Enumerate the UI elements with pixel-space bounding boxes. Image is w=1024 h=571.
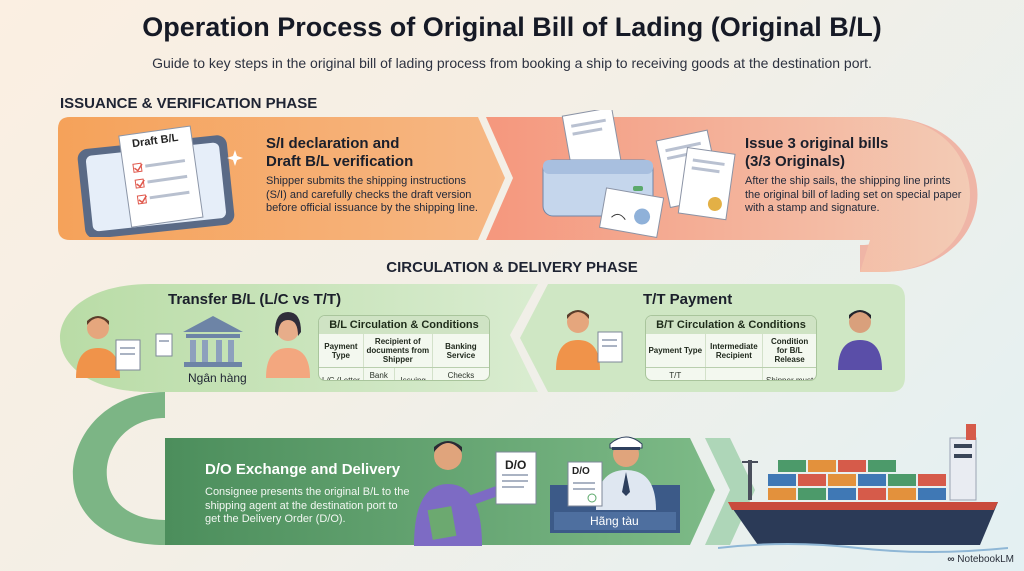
table-cell: T/T (Telegraphic Transfer) Payment [669,371,682,380]
step4-conditions-table: Payment Type Intermediate Recipient Cond… [646,334,816,380]
card-header: B/T Circulation & Conditions [646,316,816,334]
shipper-illustration [556,310,623,370]
brand-notebooklm: ∞ NotebookLM [947,554,1014,565]
step2-description: After the ship sails, the shipping line … [745,175,962,214]
brand-label: NotebookLM [957,554,1014,565]
shipper-person-icon [556,310,600,370]
column-header: Banking Service [431,334,489,368]
step3-conditions-card: B/L Circulation & Conditions Payment Typ… [318,315,490,381]
column-header: Recipient of documents from Shipper [362,334,433,368]
phase-circulation-heading: CIRCULATION & DELIVERY PHASE [386,259,638,276]
column-header: Payment Type [319,334,364,368]
table-cell: Bank (for L/C) [362,367,395,380]
do-doc-label: D/O [505,458,527,472]
page-title: Operation Process of Original Bill of La… [142,12,882,42]
column-header: Payment Type [646,334,706,368]
step4-conditions-card: B/T Circulation & Conditions Payment Typ… [645,315,817,381]
buyer-illustration [838,310,882,370]
consignee-person-icon [414,441,505,546]
shipper-person-icon [76,316,120,378]
phase-issuance-heading: ISSUANCE & VERIFICATION PHASE [60,95,318,112]
step4-title: T/T Payment [643,291,733,308]
printer-illustration [542,110,736,238]
table-cell: Shipper must receive full payment. [762,367,816,380]
step3-title: Transfer B/L (L/C vs T/T) [168,291,342,308]
table-row: L/C (Letter of Credit) Bank (for L/C) Is… [319,367,489,381]
do-exchange-illustration [414,436,680,546]
bank-label: Ngân hàng [188,371,247,385]
container-ship-illustration [718,424,1008,553]
page-subtitle: Guide to key steps in the original bill … [152,55,872,71]
column-header: Intermediate Recipient [704,334,763,368]
connector-lower [72,392,165,545]
step1-description: Shipper submits the shipping instruction… [266,175,478,214]
step1-title-line2: Draft B/L verification [266,153,414,170]
sparkle-icon [227,150,243,166]
step5-title: D/O Exchange and Delivery [205,461,401,478]
shipping-agent-person-icon [596,436,656,510]
shipping-line-desk-label: Hãng tàu [590,514,639,528]
buyer-person-icon [838,310,882,370]
table-cell: Checks documents and forwards. [431,367,489,380]
step2-title-line2: (3/3 Originals) [745,153,846,170]
step2-title-line1: Issue 3 original bills [745,135,889,152]
notebooklm-logo-icon: ∞ [947,554,958,565]
transfer-illustration [76,312,310,378]
table-cell: L/C (Letter of Credit) [322,375,360,381]
table-cell: Consignee (Buyer) [704,367,763,380]
table-row: T/T (Telegraphic Transfer) Payment Consi… [646,367,816,380]
bank-icon [183,316,243,367]
table-cell: Issuing (for L/C) [393,367,433,380]
step1-title-line1: S/I declaration and [266,135,400,152]
step3-conditions-table: Payment Type Recipient of documents from… [319,334,489,381]
band-step5-arrow [705,438,755,545]
buyer-person-icon [266,312,310,378]
card-header: B/L Circulation & Conditions [319,316,489,334]
step5-description: Consignee presents the original B/L to t… [205,486,410,525]
column-header: Condition for B/L Release [762,334,816,368]
tablet-draft-illustration [77,125,243,237]
do-doc-label-small: D/O [572,466,590,477]
